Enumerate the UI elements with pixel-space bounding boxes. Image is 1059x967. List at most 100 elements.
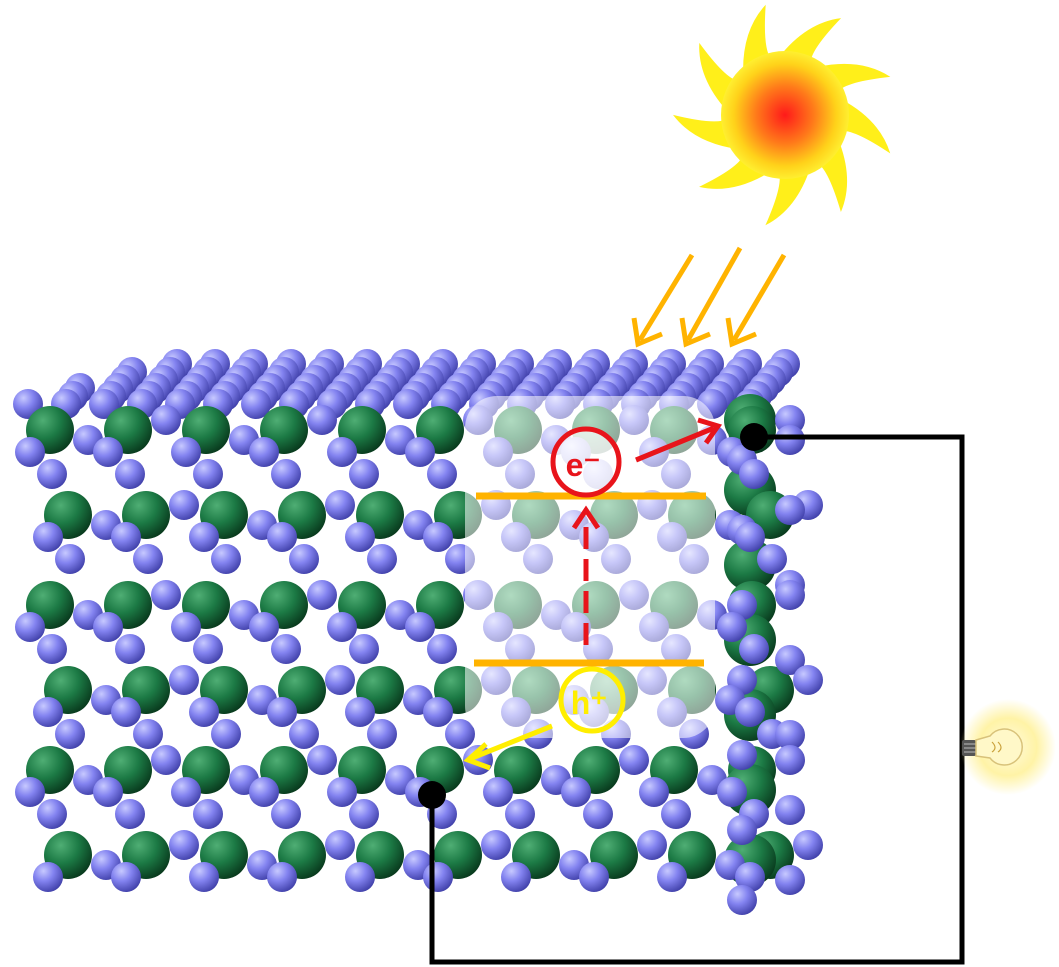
anion-atom — [133, 544, 163, 574]
anion-atom — [345, 862, 375, 892]
anion-atom — [717, 777, 747, 807]
anion-atom — [775, 580, 805, 610]
anion-atom — [423, 862, 453, 892]
anion-atom — [37, 634, 67, 664]
anion-atom — [171, 437, 201, 467]
anion-atom — [189, 862, 219, 892]
hole-flow-arrow-head — [463, 742, 491, 771]
anion-atom — [211, 719, 241, 749]
anion-atom — [115, 459, 145, 489]
anion-atom — [15, 437, 45, 467]
anion-atom — [133, 719, 163, 749]
anion-atom — [739, 634, 769, 664]
anion-atom — [445, 719, 475, 749]
anion-atom — [189, 522, 219, 552]
anion-atom — [271, 634, 301, 664]
anion-atom — [793, 830, 823, 860]
anion-atom — [55, 544, 85, 574]
anion-atom — [267, 697, 297, 727]
anion-atom — [349, 799, 379, 829]
anion-atom — [169, 830, 199, 860]
anion-atom — [33, 697, 63, 727]
anion-atom — [89, 389, 119, 419]
anion-atom — [735, 522, 765, 552]
anion-atom — [151, 580, 181, 610]
electron-flow-arrow — [635, 425, 715, 463]
anion-atom — [271, 799, 301, 829]
anion-atom — [169, 490, 199, 520]
anion-atom — [193, 634, 223, 664]
anion-atom — [325, 830, 355, 860]
hole-label: h⁺ — [571, 685, 607, 721]
anion-atom — [793, 665, 823, 695]
anion-atom — [739, 459, 769, 489]
anion-atom — [193, 459, 223, 489]
anion-atom — [393, 389, 423, 419]
anion-atom — [775, 495, 805, 525]
anion-atom — [93, 612, 123, 642]
anion-atom — [37, 799, 67, 829]
anion-atom — [289, 544, 319, 574]
anion-atom — [211, 544, 241, 574]
anion-atom — [345, 697, 375, 727]
anion-atom — [505, 799, 535, 829]
anion-atom — [33, 522, 63, 552]
anion-atom — [151, 405, 181, 435]
anion-atom — [775, 865, 805, 895]
hole: h⁺ — [558, 666, 626, 734]
anion-atom — [111, 862, 141, 892]
anion-atom — [111, 522, 141, 552]
anion-atom — [267, 862, 297, 892]
anion-atom — [171, 777, 201, 807]
anion-atom — [639, 777, 669, 807]
electron-label: e⁻ — [566, 447, 601, 483]
anion-atom — [327, 777, 357, 807]
anion-atom — [775, 720, 805, 750]
anion-atom — [561, 777, 591, 807]
external-circuit-wire — [429, 434, 965, 965]
sun-ray — [765, 167, 811, 226]
anion-atom — [367, 544, 397, 574]
anion-atom — [657, 862, 687, 892]
anion-atom — [249, 437, 279, 467]
anion-atom — [349, 634, 379, 664]
anion-atom — [345, 522, 375, 552]
light-bulb-icon — [960, 699, 1056, 795]
anion-atom — [775, 745, 805, 775]
anion-atom — [727, 740, 757, 770]
anion-atom — [427, 459, 457, 489]
anion-atom — [189, 697, 219, 727]
anion-atom — [501, 862, 531, 892]
anion-atom — [735, 697, 765, 727]
anion-atom — [325, 665, 355, 695]
anion-atom — [111, 697, 141, 727]
anion-atom — [735, 862, 765, 892]
anion-atom — [775, 795, 805, 825]
anion-atom — [483, 777, 513, 807]
anion-atom — [481, 830, 511, 860]
anion-atom — [583, 799, 613, 829]
anion-atom — [423, 522, 453, 552]
anion-atom — [727, 815, 757, 845]
anion-atom — [427, 634, 457, 664]
anion-atom — [241, 389, 271, 419]
anion-atom — [151, 745, 181, 775]
anion-atom — [55, 719, 85, 749]
anion-atom — [115, 799, 145, 829]
anion-atom — [37, 459, 67, 489]
anion-atom — [271, 459, 301, 489]
anion-atom — [775, 645, 805, 675]
electron-flow-arrow-head — [697, 417, 723, 445]
anion-atom — [405, 612, 435, 642]
anion-atom — [349, 459, 379, 489]
anion-atom — [423, 697, 453, 727]
electron: e⁻ — [550, 426, 622, 498]
anion-atom — [717, 612, 747, 642]
anion-atom — [405, 437, 435, 467]
hole-flow-arrow — [471, 723, 553, 761]
anion-atom — [307, 580, 337, 610]
anion-atom — [33, 862, 63, 892]
anion-atom — [307, 405, 337, 435]
